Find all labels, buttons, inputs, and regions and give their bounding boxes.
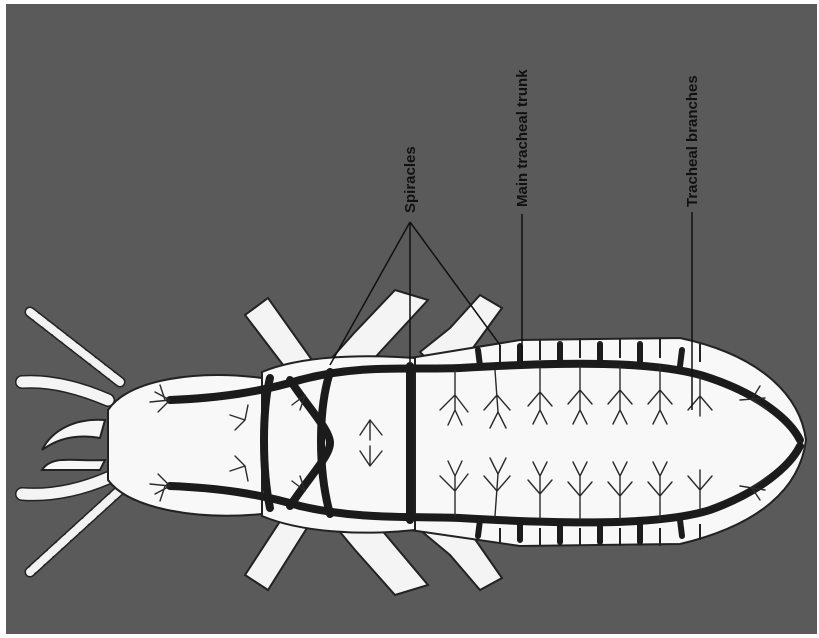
label-main-tracheal-trunk: Main tracheal trunk: [514, 69, 531, 207]
label-tracheal-branches: Tracheal branches: [684, 75, 701, 207]
mandible-bottom: [42, 460, 105, 470]
label-spiracles: Spiracles: [402, 146, 419, 213]
